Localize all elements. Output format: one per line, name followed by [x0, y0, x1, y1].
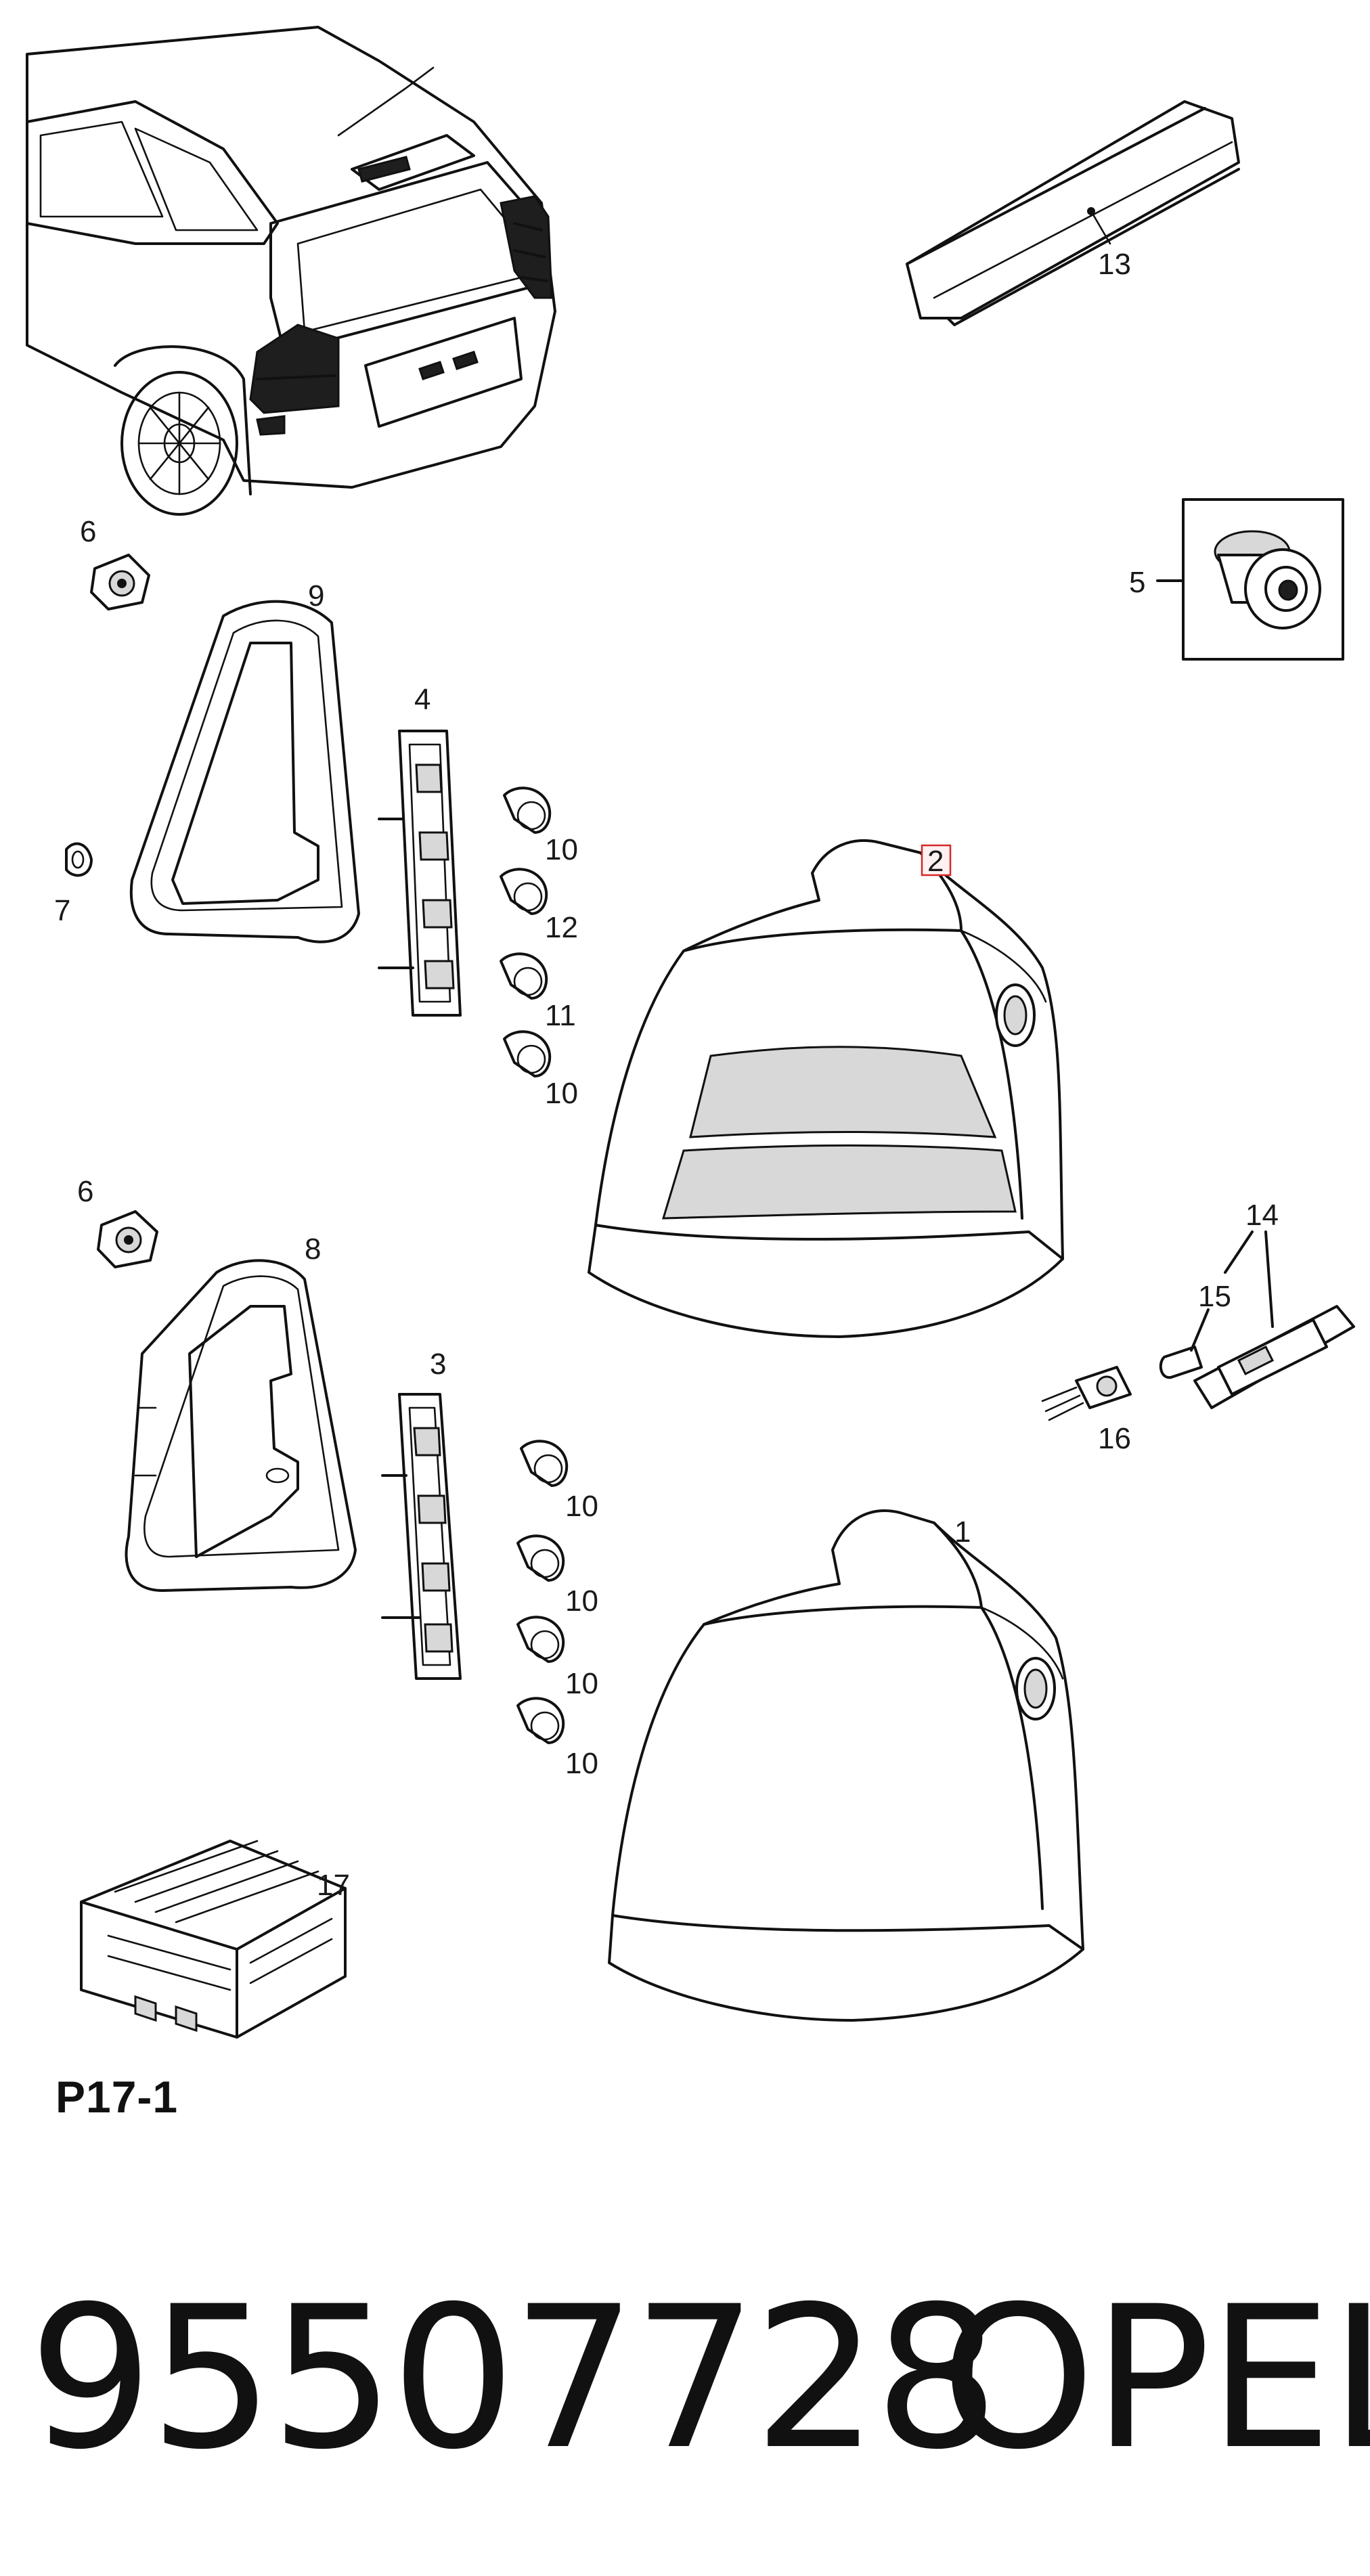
callout-8: 8 [305, 1233, 321, 1266]
high-mount-brake-lamp [906, 100, 1240, 326]
part-number: 95507728 [28, 2265, 999, 2493]
callout-6-upper: 6 [80, 515, 96, 548]
callout-4: 4 [414, 683, 430, 716]
callout-7: 7 [54, 894, 70, 927]
callout-10-d: 10 [565, 1584, 598, 1618]
licence-lamp-bulb [1159, 1308, 1210, 1379]
callout-2-highlight-box [921, 844, 952, 876]
tail-lamp-1 [608, 1509, 1084, 2022]
callout-3: 3 [430, 1348, 446, 1381]
bulb-holder-upper [378, 730, 462, 1017]
grommet-inset [1156, 498, 1344, 661]
callout-12: 12 [545, 911, 578, 944]
callout-1: 1 [954, 1515, 971, 1549]
gasket-upper [129, 600, 360, 943]
bulb-lower-4 [516, 1697, 565, 1744]
callout-2: 2 [927, 845, 944, 878]
bulb-socket [1041, 1366, 1132, 1421]
callout-14: 14 [1245, 1199, 1279, 1232]
callout-16: 16 [1098, 1422, 1131, 1455]
control-module [80, 1840, 347, 2039]
page-reference: P17-1 [56, 2072, 179, 2122]
callout-10-e: 10 [565, 1667, 598, 1700]
vehicle-overview-drawing [26, 26, 556, 516]
callout-5: 5 [1129, 566, 1145, 599]
callout-10-a: 10 [545, 833, 578, 866]
bulb-lower-1 [520, 1440, 569, 1487]
bulb-upper-1 [503, 786, 552, 834]
bulb-holder-lower [381, 1393, 462, 1680]
callout-11: 11 [545, 999, 576, 1032]
callout-15: 15 [1198, 1280, 1231, 1313]
callout-13: 13 [1098, 248, 1131, 281]
clip-small [65, 842, 93, 877]
brand-name: OPEL [941, 2265, 1370, 2493]
bulb-upper-4 [503, 1030, 552, 1078]
gasket-lower [125, 1259, 357, 1592]
clip-nut-lower [97, 1210, 158, 1268]
clip-nut-upper [90, 554, 150, 610]
callout-9: 9 [308, 579, 324, 613]
tail-lamp-2 [588, 839, 1064, 1338]
callout-10-f: 10 [565, 1747, 598, 1780]
bulb-upper-3 [500, 952, 548, 1000]
licence-plate-lamp [1193, 1230, 1355, 1409]
callout-17: 17 [317, 1869, 350, 1902]
bulb-upper-2 [500, 868, 548, 915]
callout-6-lower: 6 [77, 1175, 93, 1208]
callout-10-b: 10 [545, 1077, 578, 1110]
bulb-lower-3 [516, 1616, 565, 1663]
bulb-lower-2 [516, 1534, 565, 1582]
callout-10-c: 10 [565, 1490, 598, 1523]
